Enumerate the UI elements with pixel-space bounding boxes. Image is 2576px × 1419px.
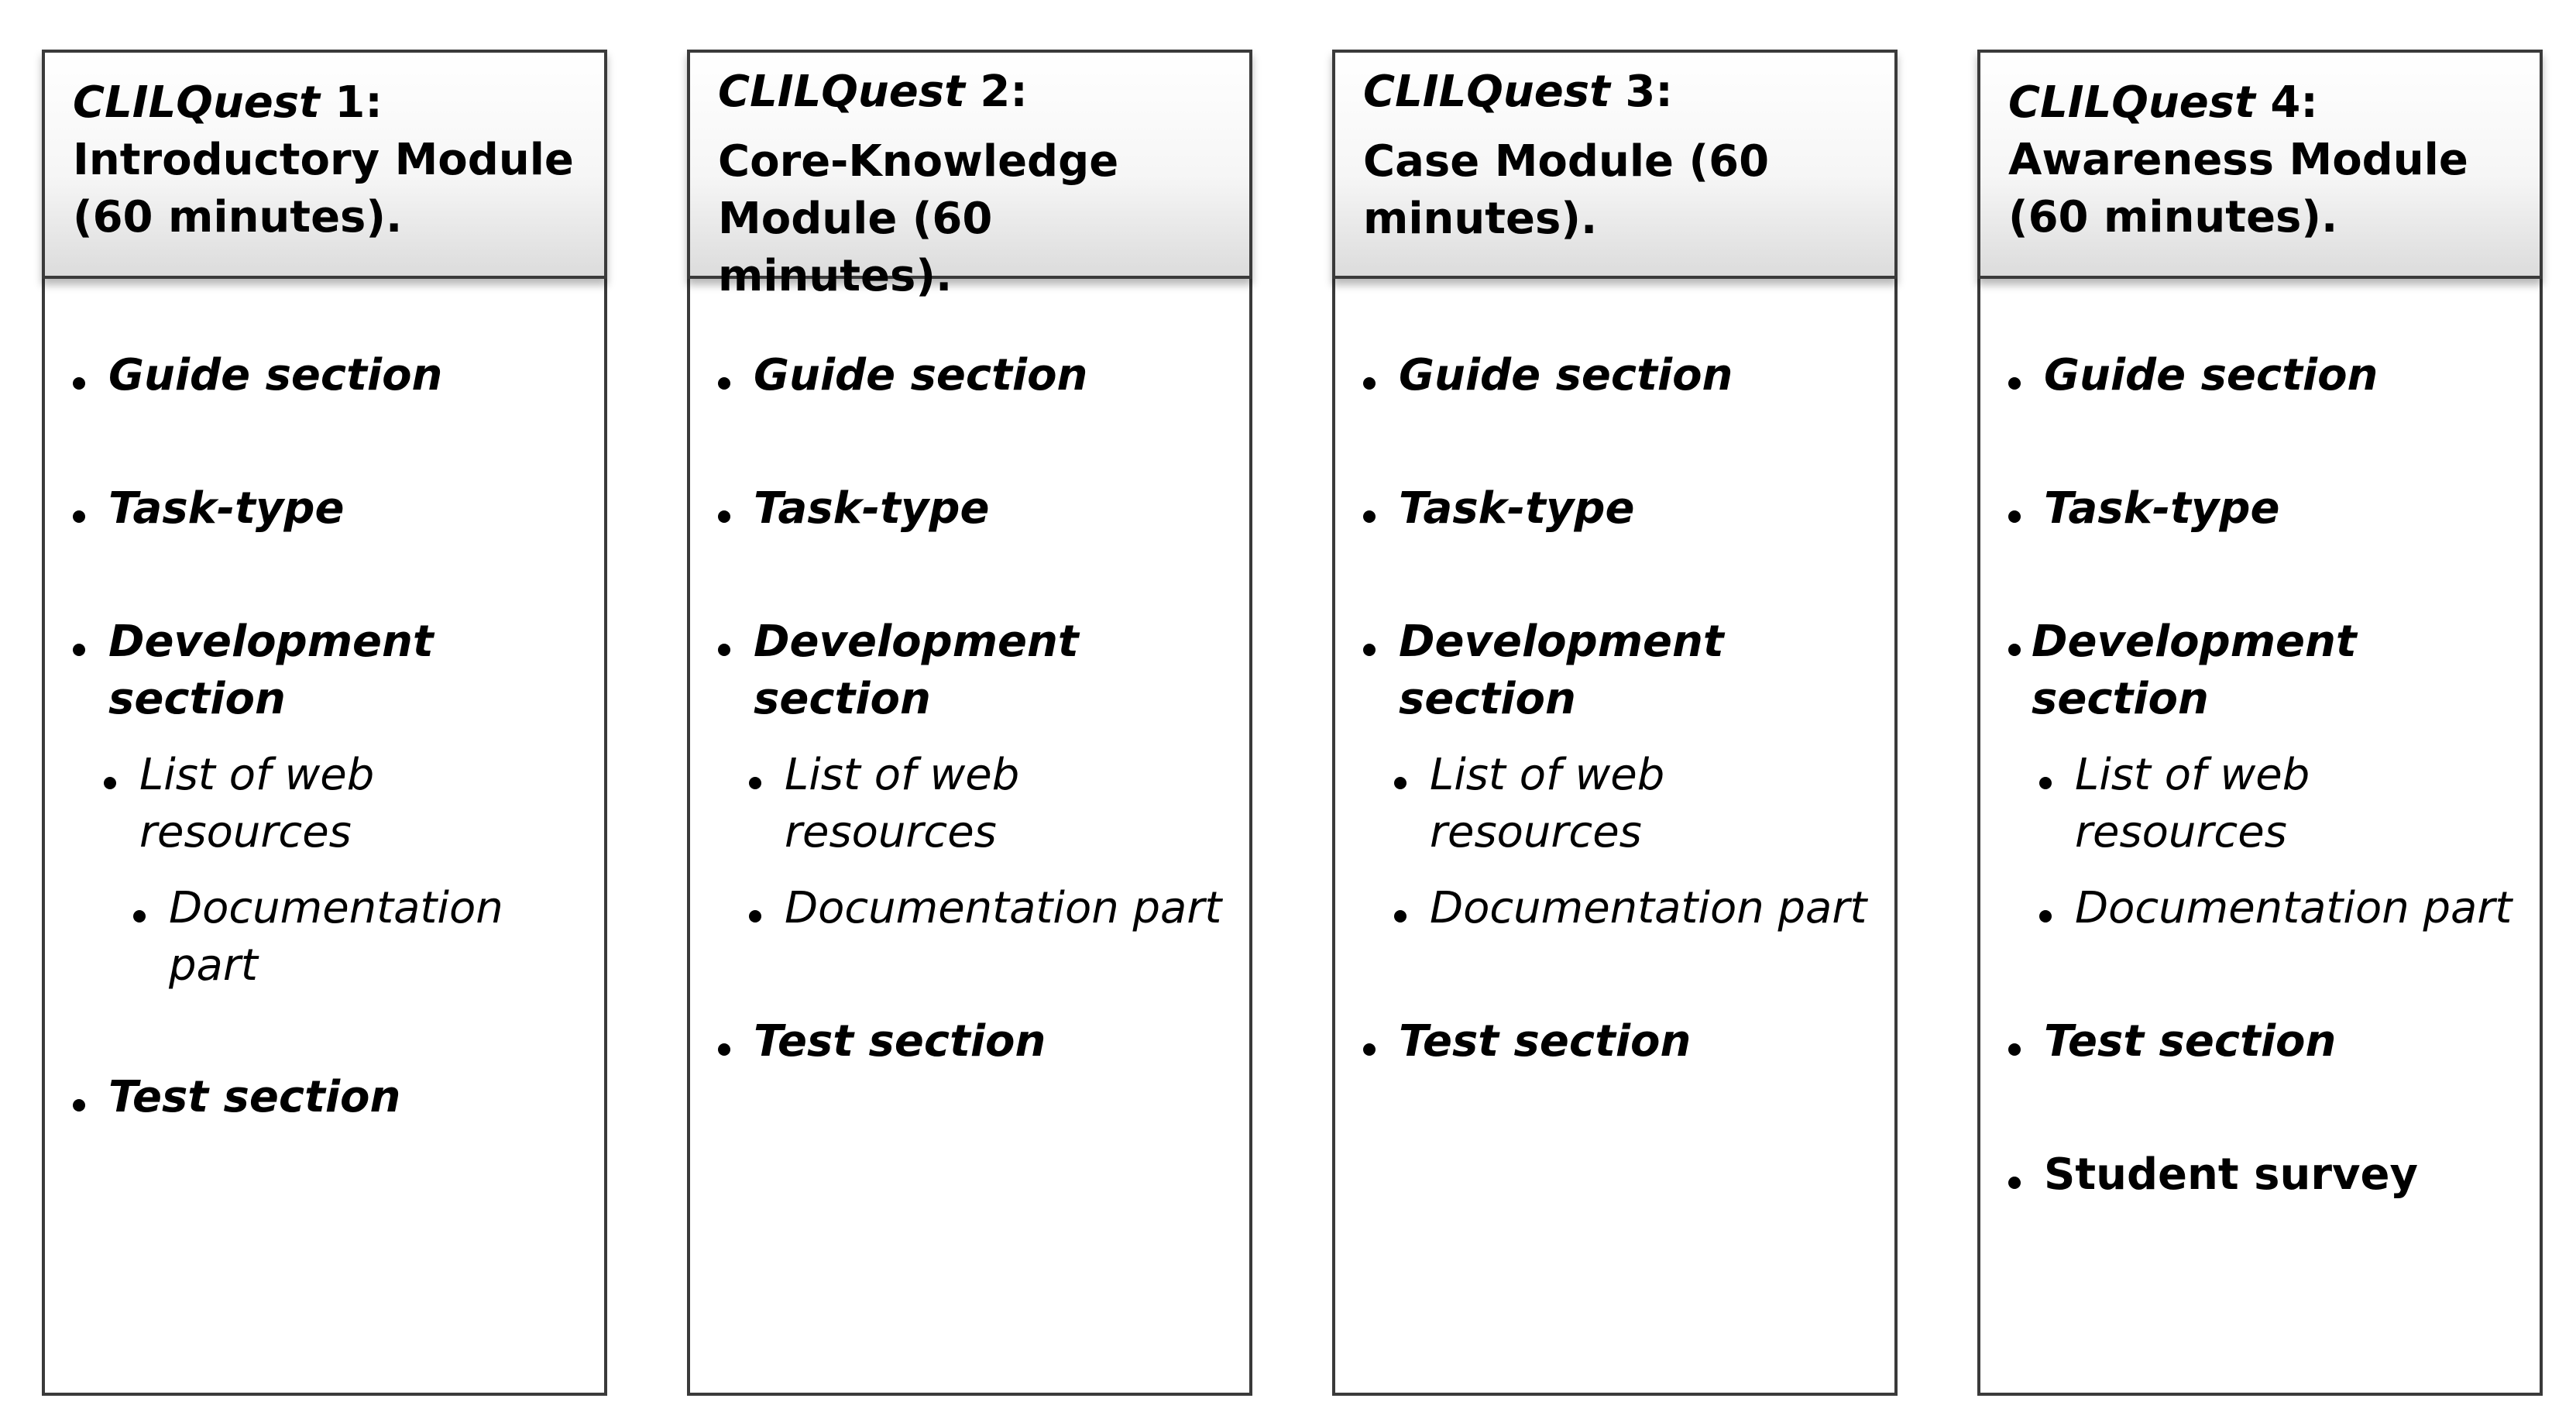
list-item-label: Documentation part (1430, 883, 1867, 933)
module-header-1: CLILQuest 1: Introductory Module (60 min… (42, 50, 607, 279)
bullet-icon (2039, 880, 2075, 937)
list-item: Test section (73, 1069, 589, 1126)
bullet-icon (1363, 480, 1399, 538)
list-item: Documentation part (2039, 880, 2524, 937)
bullet-icon (1363, 1013, 1399, 1070)
list-item-label: Guide section (754, 350, 1088, 400)
list-item: List of web resources (104, 747, 589, 861)
list-item: Task-type (718, 480, 1234, 538)
list-item: Development section (1363, 613, 1879, 728)
module-header-4: CLILQuest 4: Awareness Module (60 minute… (1977, 50, 2543, 279)
list-item-label: Test section (754, 1016, 1046, 1067)
bullet-icon (73, 347, 108, 404)
bullet-icon (749, 747, 785, 804)
module-name-3: CLILQuest (1363, 67, 1610, 117)
module-panel-2: CLILQuest 2: Core-Knowledge Module (60 m… (687, 50, 1252, 1396)
bullet-icon (1363, 347, 1399, 404)
list-item-label: Task-type (108, 483, 345, 534)
module-title-4: CLILQuest 4: (2008, 74, 2516, 132)
list-item: Development section (2008, 613, 2524, 728)
module-name-4: CLILQuest (2008, 77, 2255, 128)
module-subtitle-1: Introductory Module (60 minutes). (73, 135, 574, 242)
bullet-icon (73, 480, 108, 538)
list-item: Test section (1363, 1013, 1879, 1070)
list-item: Guide section (1363, 347, 1879, 404)
list-item-label: List of web resources (2075, 750, 2310, 857)
list-item: Task-type (2008, 480, 2524, 538)
list-item-label: Test section (2044, 1016, 2337, 1067)
module-number-3: 3: (1625, 67, 1673, 117)
list-item: Task-type (73, 480, 589, 538)
list-item: Test section (718, 1013, 1234, 1070)
bullet-icon (718, 347, 754, 404)
list-item-label: Task-type (2044, 483, 2280, 534)
module-panel-1: CLILQuest 1: Introductory Module (60 min… (42, 50, 607, 1396)
list-item-label: Guide section (2044, 350, 2379, 400)
list-item: Guide section (73, 347, 589, 404)
list-item: Guide section (718, 347, 1234, 404)
bullet-icon (73, 613, 108, 671)
bullet-icon (2039, 747, 2075, 804)
list-item: List of web resources (2039, 747, 2524, 861)
module-title-2: CLILQuest 2: (718, 64, 1226, 121)
bullet-icon (73, 1069, 108, 1126)
module-subtitle-4: Awareness Module (60 minutes). (2008, 135, 2468, 242)
list-item-label: List of web resources (1430, 750, 1665, 857)
module-name-1: CLILQuest (73, 77, 320, 128)
module-header-2: CLILQuest 2: Core-Knowledge Module (60 m… (687, 50, 1252, 301)
list-item: List of web resources (1394, 747, 1879, 861)
bullet-icon (2008, 613, 2032, 671)
module-subtitle-3: Case Module (60 minutes). (1363, 136, 1770, 244)
list-item-label: Student survey (2044, 1149, 2418, 1200)
list-item-label: Documentation part (169, 883, 503, 991)
list-item-label: Development section (2032, 617, 2357, 724)
bullet-icon (2008, 480, 2044, 538)
bullet-icon (749, 880, 785, 937)
list-item: Development section (718, 613, 1234, 728)
module-title-3: CLILQuest 3: (1363, 64, 1871, 121)
bullet-icon (133, 880, 169, 937)
module-subtitle-2: Core-Knowledge Module (60 minutes). (718, 136, 1119, 301)
bullet-icon (1363, 613, 1399, 671)
bullet-icon (104, 747, 139, 804)
bullet-icon (1394, 747, 1430, 804)
list-item: Test section (2008, 1013, 2524, 1070)
list-item: List of web resources (749, 747, 1234, 861)
module-number-4: 4: (2270, 77, 2318, 128)
list-item: Student survey (2008, 1146, 2524, 1204)
list-item-label: Guide section (1399, 350, 1733, 400)
module-header-3: CLILQuest 3: Case Module (60 minutes). (1332, 50, 1898, 279)
list-item-label: Task-type (1399, 483, 1635, 534)
module-number-2: 2: (980, 67, 1028, 117)
module-panel-3: CLILQuest 3: Case Module (60 minutes). G… (1332, 50, 1898, 1396)
list-item-label: Test section (108, 1072, 401, 1122)
list-item-label: Task-type (754, 483, 990, 534)
list-item: Documentation part (133, 880, 558, 995)
bullet-icon (2008, 347, 2044, 404)
bullet-icon (1394, 880, 1430, 937)
bullet-icon (718, 613, 754, 671)
module-name-2: CLILQuest (718, 67, 965, 117)
list-item: Task-type (1363, 480, 1879, 538)
list-item: Documentation part (749, 880, 1234, 937)
list-item-label: List of web resources (139, 750, 375, 857)
list-item-label: List of web resources (785, 750, 1020, 857)
bullet-icon (2008, 1146, 2044, 1204)
list-item-label: Documentation part (785, 883, 1222, 933)
list-item-label: Development section (1399, 617, 1724, 724)
bullet-icon (718, 480, 754, 538)
list-item: Guide section (2008, 347, 2524, 404)
list-item: Documentation part (1394, 880, 1879, 937)
list-item-label: Development section (108, 617, 434, 724)
list-item-label: Guide section (108, 350, 443, 400)
bullet-icon (2008, 1013, 2044, 1070)
module-number-1: 1: (335, 77, 383, 128)
list-item-label: Test section (1399, 1016, 1692, 1067)
list-item: Development section (73, 613, 589, 728)
list-item-label: Documentation part (2075, 883, 2512, 933)
module-title-1: CLILQuest 1: (73, 74, 581, 132)
bullet-icon (718, 1013, 754, 1070)
list-item-label: Development section (754, 617, 1079, 724)
module-panel-4: CLILQuest 4: Awareness Module (60 minute… (1977, 50, 2543, 1396)
